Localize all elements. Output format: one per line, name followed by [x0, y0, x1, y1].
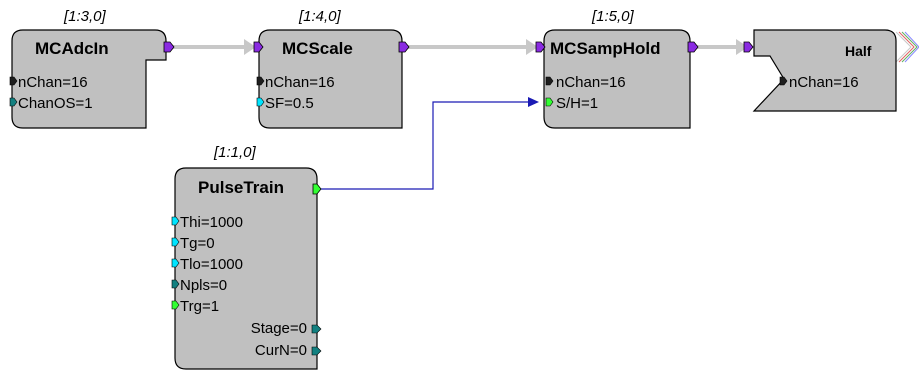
block-title: PulseTrain — [198, 178, 284, 197]
block-id-label: [1:4,0] — [298, 8, 342, 25]
wire-adc-to-scale[interactable] — [172, 39, 256, 55]
block-pulsetrain[interactable]: [1:1,0] PulseTrain Thi=1000 Tg=0 Tlo=100… — [171, 144, 322, 370]
port-output-mc[interactable] — [687, 41, 699, 53]
param-sf[interactable]: SF=0.5 — [256, 95, 314, 112]
svg-text:SF=0.5: SF=0.5 — [265, 95, 314, 112]
block-id-label: [1:5,0] — [591, 8, 635, 25]
output-stage[interactable]: Stage=0 — [251, 320, 322, 337]
port-input-mc[interactable] — [535, 41, 546, 53]
svg-text:nChan=16: nChan=16 — [556, 74, 626, 91]
wire-samphold-to-half[interactable] — [695, 39, 748, 55]
svg-text:CurN=0: CurN=0 — [255, 342, 307, 359]
svg-text:Thi=1000: Thi=1000 — [180, 214, 243, 231]
block-title: MCScale — [282, 39, 353, 58]
svg-text:nChan=16: nChan=16 — [265, 74, 335, 91]
svg-text:S/H=1: S/H=1 — [556, 95, 598, 112]
svg-text:ChanOS=1: ChanOS=1 — [18, 95, 93, 112]
port-input-mc[interactable] — [743, 41, 754, 53]
svg-text:nChan=16: nChan=16 — [789, 74, 859, 91]
block-id-label: [1:1,0] — [213, 144, 257, 161]
param-nchan[interactable]: nChan=16 — [545, 74, 626, 91]
svg-text:Npls=0: Npls=0 — [180, 277, 227, 294]
wire-pulsetrain-to-samphold[interactable] — [320, 97, 539, 190]
port-output-mc[interactable] — [398, 41, 410, 53]
svg-text:Trg=1: Trg=1 — [180, 298, 219, 315]
block-mcscale[interactable]: [1:4,0] MCScale nChan=16 SF=0.5 — [253, 8, 410, 129]
svg-text:Tlo=1000: Tlo=1000 — [180, 256, 243, 273]
param-thi[interactable]: Thi=1000 — [171, 214, 243, 231]
param-trg[interactable]: Trg=1 — [171, 298, 219, 315]
block-title: MCSampHold — [550, 39, 661, 58]
block-mcadcin[interactable]: [1:3,0] MCAdcIn nChan=16 ChanOS=1 — [9, 8, 175, 129]
half-output-fan — [895, 31, 919, 63]
wire-scale-to-samphold[interactable] — [405, 39, 538, 55]
param-nchan[interactable]: nChan=16 — [256, 74, 335, 91]
block-half[interactable]: Half nChan=16 — [743, 29, 897, 112]
svg-text:nChan=16: nChan=16 — [18, 74, 88, 91]
block-title: Half — [845, 43, 872, 59]
param-tlo[interactable]: Tlo=1000 — [171, 256, 243, 273]
block-id-label: [1:3,0] — [63, 8, 107, 25]
port-output-logic[interactable] — [312, 183, 322, 195]
param-chanos[interactable]: ChanOS=1 — [9, 95, 93, 112]
block-mcsamphold[interactable]: [1:5,0] MCSampHold nChan=16 S/H=1 — [535, 8, 699, 129]
param-nchan[interactable]: nChan=16 — [9, 74, 88, 91]
port-output-mc[interactable] — [163, 41, 175, 53]
svg-text:Tg=0: Tg=0 — [180, 235, 215, 252]
port-input-mc[interactable] — [253, 41, 264, 53]
svg-text:Stage=0: Stage=0 — [251, 320, 307, 337]
block-title: MCAdcIn — [35, 39, 109, 58]
param-nchan[interactable]: nChan=16 — [779, 74, 859, 91]
output-curn[interactable]: CurN=0 — [255, 342, 322, 359]
param-tg[interactable]: Tg=0 — [171, 235, 215, 252]
param-npls[interactable]: Npls=0 — [171, 277, 227, 294]
param-sh[interactable]: S/H=1 — [545, 95, 598, 112]
